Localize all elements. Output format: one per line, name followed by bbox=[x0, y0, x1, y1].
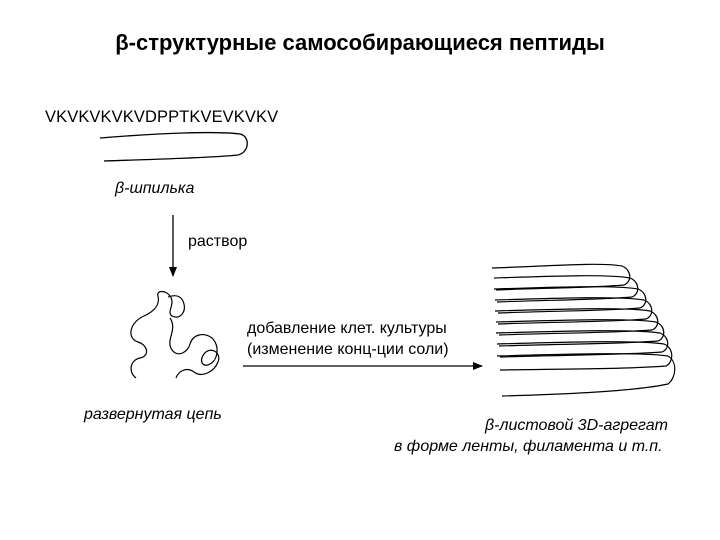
addition-label-line2: (изменение конц-ции соли) bbox=[247, 341, 449, 359]
solution-label: раствор bbox=[188, 233, 247, 251]
unfolded-chain-label: развернутая цепь bbox=[84, 406, 222, 424]
beta-sheet-aggregate bbox=[492, 264, 675, 396]
random-coil-shape bbox=[131, 292, 219, 379]
hairpin-label: β-шпилька bbox=[115, 180, 194, 198]
peptide-sequence: VKVKVKVKVDPPTKVEVKVKV bbox=[45, 108, 278, 127]
page-title: β-структурные самособирающиеся пептиды bbox=[0, 30, 720, 56]
aggregate-label-line2: в форме ленты, филамента и т.п. bbox=[394, 438, 663, 456]
hairpin-shape bbox=[100, 133, 247, 161]
aggregate-label-line1: β-листовой 3D-агрегат bbox=[485, 417, 668, 435]
addition-label-line1: добавление клет. культуры bbox=[247, 320, 447, 338]
